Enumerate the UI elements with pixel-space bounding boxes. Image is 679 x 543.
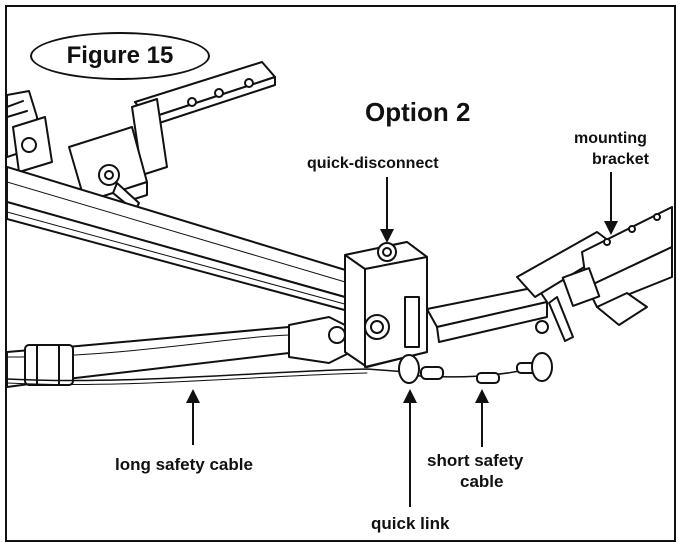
figure-badge: Figure 15 <box>30 32 210 80</box>
arrow-quick-link <box>403 389 417 507</box>
mounting-bracket-label-line2: bracket <box>592 151 649 168</box>
quick-disconnect-block <box>344 241 428 368</box>
arrow-mounting-bracket <box>604 172 618 235</box>
arrow-quick-disconnect <box>380 177 394 243</box>
long-arm <box>7 166 353 313</box>
mounting-bracket-label-line1: mounting <box>574 130 647 147</box>
right-mounting-bracket <box>516 206 673 326</box>
quick-disconnect-label: quick-disconnect <box>307 155 439 172</box>
short-safety-cable-label-line2: cable <box>460 472 504 491</box>
arrow-long-safety-cable <box>186 389 200 445</box>
long-safety-cable <box>7 368 408 382</box>
short-safety-cable <box>398 352 553 384</box>
right-arm <box>426 286 574 343</box>
arrow-short-safety-cable <box>475 389 489 447</box>
left-edge-parts <box>7 90 53 173</box>
quick-link-label: quick link <box>371 514 450 533</box>
lower-tube <box>7 316 350 388</box>
figure-frame: Figure 15 Option 2 quick-disconnect moun… <box>5 5 676 542</box>
tow-bar-illustration <box>7 61 673 507</box>
short-safety-cable-label-line1: short safety <box>427 451 524 470</box>
left-mounting-bracket <box>68 61 276 215</box>
long-safety-cable-label: long safety cable <box>115 455 253 474</box>
figure-title: Figure 15 <box>66 42 174 69</box>
option-label: Option 2 <box>365 97 471 127</box>
